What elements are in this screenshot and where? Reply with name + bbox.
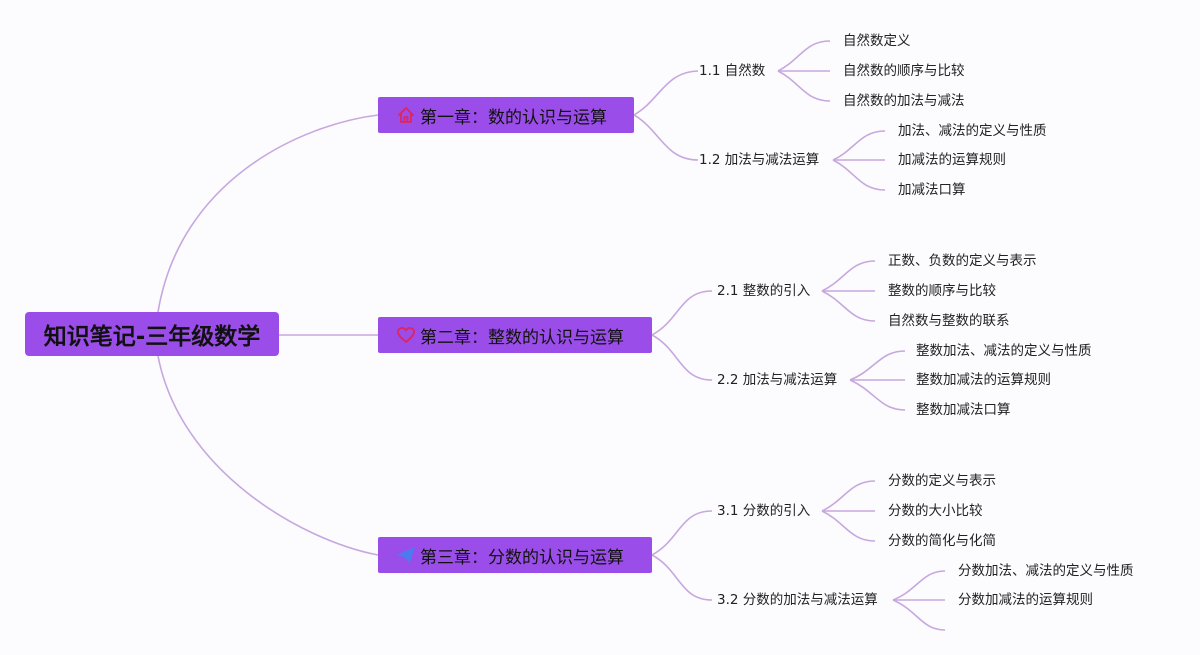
section-node[interactable]: 2.2 加法与减法运算 [717,372,838,388]
leaf-node[interactable]: 分数加减法的运算规则 [958,592,1093,608]
chapter-label: 第二章：整数的认识与运算 [420,327,624,348]
edge-s31-l1 [821,480,876,512]
edge-s22-l1 [849,350,906,381]
leaf-node[interactable]: 加减法的运算规则 [898,152,1006,168]
leaf-node[interactable]: 分数加法、减法的定义与性质 [958,563,1134,579]
edge-ch1-s2 [633,114,699,161]
edge-root-ch3 [157,355,379,556]
leaf-node[interactable]: 整数加减法口算 [916,402,1011,418]
chapter-label: 第三章：分数的认识与运算 [420,547,624,568]
leaf-node[interactable]: 自然数的加法与减法 [843,93,965,109]
edge-ch3-s2 [651,554,713,601]
edge-s12-l3 [832,159,886,191]
section-node[interactable]: 3.1 分数的引入 [717,503,811,519]
leaf-node[interactable]: 自然数的顺序与比较 [843,63,965,79]
heart-icon [396,325,416,345]
edge-s21-l3 [821,290,876,322]
edge-s11-l1 [777,40,831,72]
edge-s11-l3 [777,70,831,102]
home-icon [396,105,416,125]
leaf-node[interactable]: 自然数定义 [843,33,911,49]
chapter-node-3[interactable]: 第三章：分数的认识与运算 [378,537,652,573]
leaf-node[interactable]: 正数、负数的定义与表示 [888,253,1037,269]
edge-s21-l1 [821,260,876,292]
edge-s31-l3 [821,510,876,542]
root-node[interactable]: 知识笔记-三年级数学 [25,312,279,356]
section-node[interactable]: 2.1 整数的引入 [717,283,811,299]
send-icon [396,545,416,565]
edge-s32-l3 [892,599,946,631]
edge-ch3-s1 [651,510,713,556]
edge-s22-l3 [849,379,906,411]
leaf-node[interactable]: 自然数与整数的联系 [888,313,1010,329]
leaf-node[interactable]: 整数的顺序与比较 [888,283,996,299]
section-node[interactable]: 1.2 加法与减法运算 [699,152,820,168]
section-node[interactable]: 1.1 自然数 [699,63,766,79]
leaf-node[interactable]: 加法、减法的定义与性质 [898,123,1047,139]
edge-ch2-s1 [651,290,713,336]
leaf-node[interactable]: 加减法口算 [898,182,966,198]
chapter-node-1[interactable]: 第一章：数的认识与运算 [378,97,634,133]
chapter-label: 第一章：数的认识与运算 [420,107,607,128]
edge-ch2-s2 [651,334,713,381]
leaf-node[interactable]: 分数的定义与表示 [888,473,996,489]
edge-ch1-s1 [633,70,699,116]
leaf-node[interactable]: 分数的简化与化简 [888,533,996,549]
chapter-node-2[interactable]: 第二章：整数的认识与运算 [378,317,652,353]
leaf-node[interactable]: 整数加减法的运算规则 [916,372,1051,388]
leaf-node[interactable]: 分数的大小比较 [888,503,983,519]
root-title: 知识笔记-三年级数学 [43,324,261,350]
leaf-node[interactable]: 整数加法、减法的定义与性质 [916,343,1092,359]
edge-s12-l1 [832,130,886,161]
edge-root-ch1 [157,114,379,313]
section-node[interactable]: 3.2 分数的加法与减法运算 [717,592,878,608]
edge-s32-l1 [892,570,946,601]
